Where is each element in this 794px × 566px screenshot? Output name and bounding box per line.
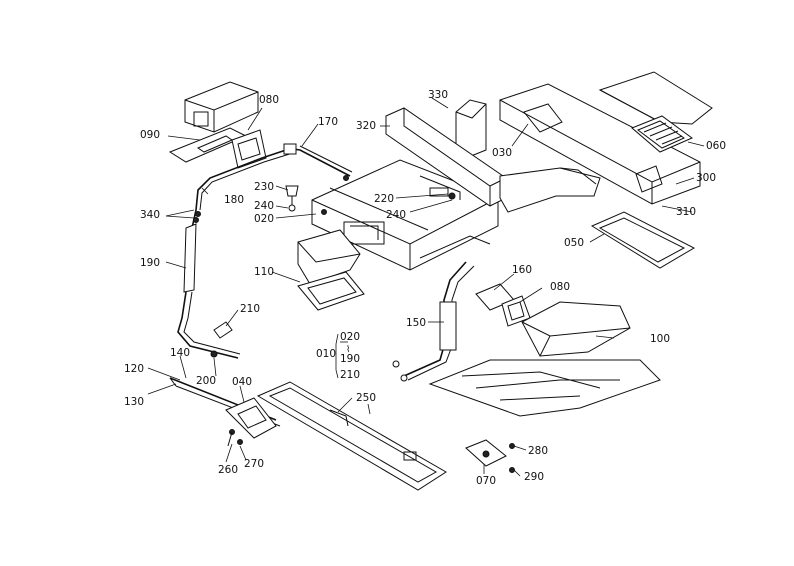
part-210-clip	[213, 321, 233, 339]
callout-130: 130	[124, 396, 144, 408]
part-100-rear-duct	[521, 301, 631, 357]
part-110-vent	[297, 229, 365, 311]
group-bracket-010: ⌇	[335, 333, 350, 379]
callout-310: 310	[676, 206, 696, 218]
callout-090: 090	[140, 129, 160, 141]
callout-320: 320	[356, 120, 376, 132]
part-040-bracket	[225, 397, 277, 447]
part-060-filter-grille	[631, 115, 693, 153]
callout-group-010: 010	[316, 348, 336, 360]
callout-190: 190	[140, 257, 160, 269]
callout-050: 050	[564, 237, 584, 249]
part-250-long-cover	[256, 381, 447, 491]
callout-290: 290	[524, 471, 544, 483]
callout-230: 230	[254, 181, 274, 193]
callout-labels: 090 080 170 330 320 030 060 300 310 050 …	[124, 89, 726, 487]
callout-070: 070	[476, 475, 496, 487]
callout-060: 060	[706, 140, 726, 152]
callout-210: 210	[240, 303, 260, 315]
callout-340: 340	[140, 209, 160, 221]
callout-220: 220	[374, 193, 394, 205]
callout-280: 280	[528, 445, 548, 457]
callout-180: 180	[224, 194, 244, 206]
callout-group-210: 210	[340, 369, 360, 381]
part-300-blower-housing	[499, 83, 701, 213]
callout-200: 200	[196, 375, 216, 387]
callout-240-left: 240	[254, 200, 274, 212]
callout-110: 110	[254, 266, 274, 278]
callout-120: 120	[124, 363, 144, 375]
svg-text:⌇: ⌇	[346, 344, 350, 355]
callout-240-right: 240	[386, 209, 406, 221]
callout-160: 160	[512, 264, 532, 276]
callout-150: 150	[406, 317, 426, 329]
callout-260: 260	[218, 464, 238, 476]
callout-170: 170	[318, 116, 338, 128]
part-080-upper-gasket	[231, 129, 267, 169]
callout-270: 270	[244, 458, 264, 470]
part-050-floor-mat	[590, 211, 696, 269]
callout-140: 140	[170, 347, 190, 359]
leader-lines	[147, 97, 705, 477]
part-090-duct-housing	[184, 81, 259, 133]
part-150-hose	[392, 261, 475, 382]
callout-040: 040	[232, 376, 252, 388]
callout-080-upper: 080	[259, 94, 279, 106]
callout-330: 330	[428, 89, 448, 101]
callout-100: 100	[650, 333, 670, 345]
callout-080-lower: 080	[550, 281, 570, 293]
callout-group-190: 190	[340, 353, 360, 365]
part-070-bracket	[465, 439, 515, 473]
callout-030: 030	[492, 147, 512, 159]
parts-230-240-fasteners	[285, 185, 299, 212]
callout-020-main: 020	[254, 213, 274, 225]
callout-group-020: 020	[340, 331, 360, 343]
hose-assembly-170-180-190	[177, 143, 353, 359]
callout-300: 300	[696, 172, 716, 184]
callout-250: 250	[356, 392, 376, 404]
floor-panel	[428, 359, 661, 417]
part-300-upper-cover	[598, 71, 713, 125]
part-020-heater-unit	[311, 159, 499, 271]
